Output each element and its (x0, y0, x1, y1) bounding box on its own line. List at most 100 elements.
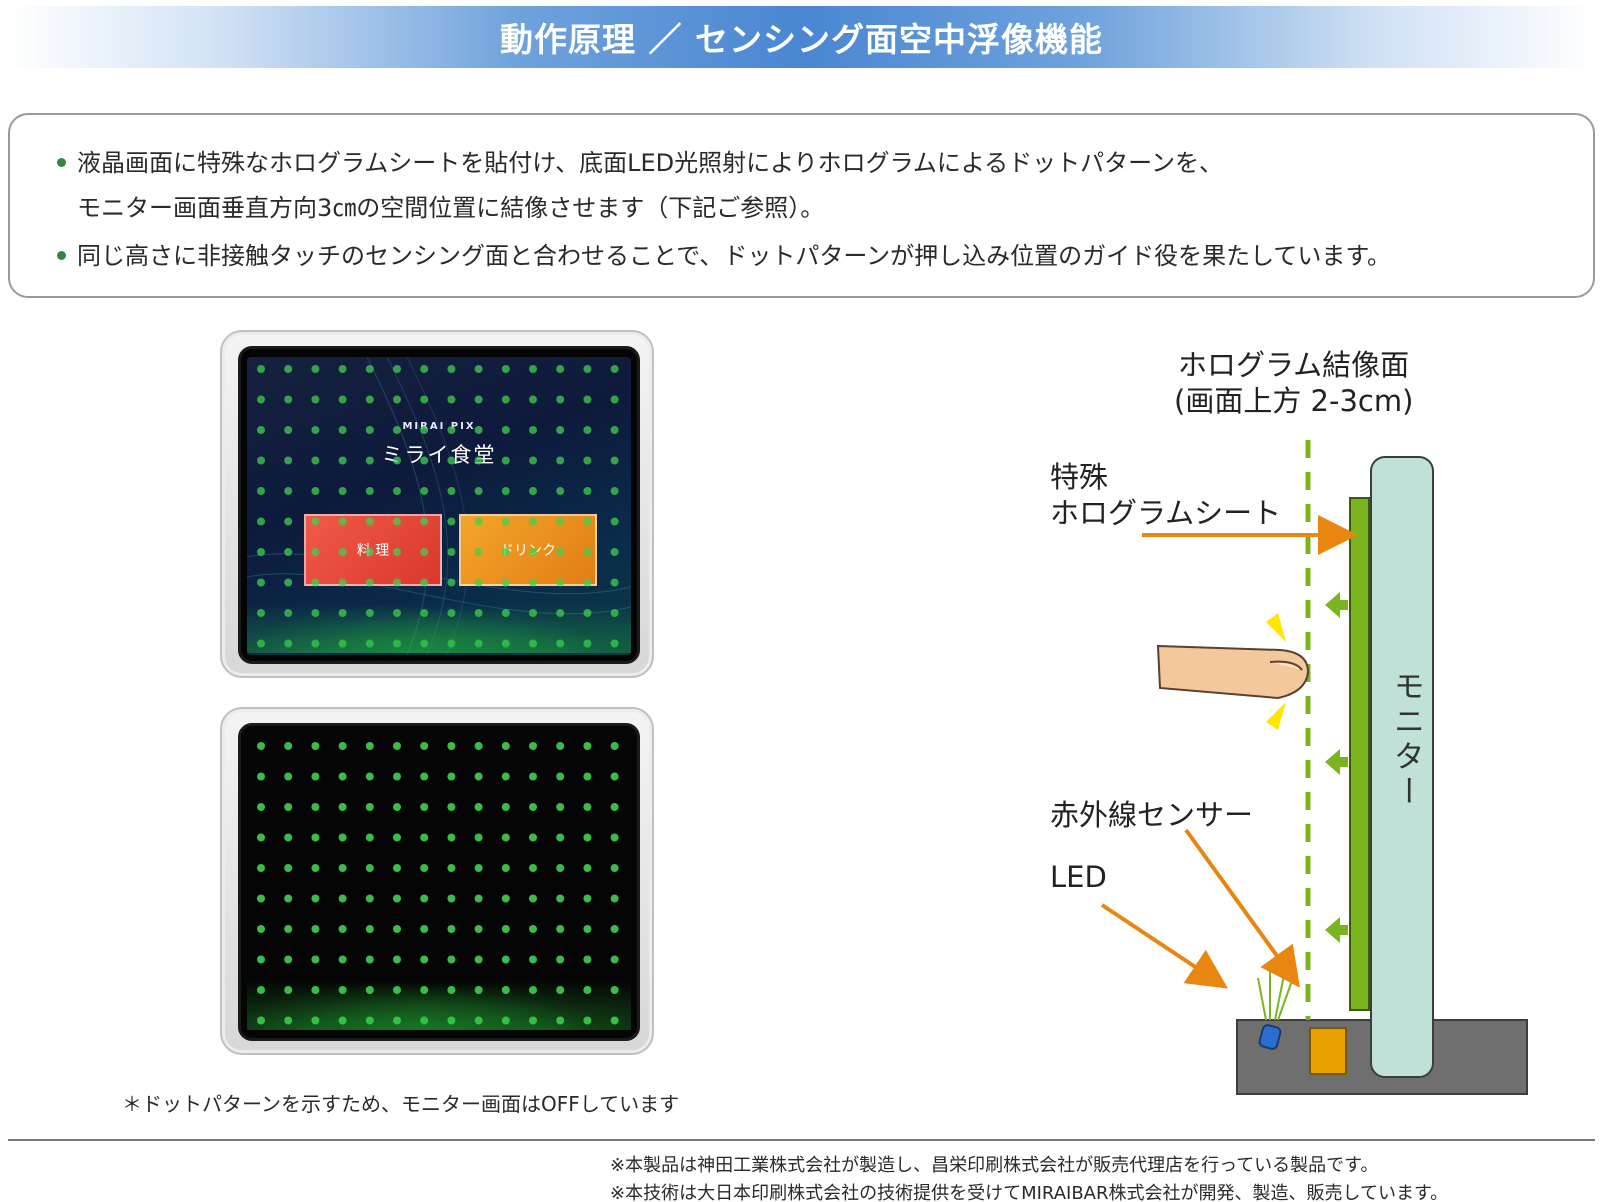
dot (501, 925, 510, 933)
dot (311, 456, 320, 465)
dot (501, 395, 510, 404)
dot (447, 803, 456, 811)
dot (338, 925, 347, 933)
dot (257, 742, 265, 750)
dot (311, 1016, 320, 1025)
dot (556, 894, 565, 903)
dot (556, 456, 565, 465)
dot (501, 609, 510, 617)
dot (610, 517, 619, 526)
dot (583, 609, 592, 617)
dot (393, 986, 401, 994)
dot (284, 894, 293, 903)
dot (338, 864, 347, 872)
dot (393, 1016, 401, 1025)
dot (311, 742, 320, 750)
finger-icon (1156, 644, 1310, 700)
dot (556, 517, 565, 526)
dot (365, 487, 374, 495)
dot (393, 426, 401, 434)
dot (529, 548, 537, 556)
dot (583, 426, 592, 434)
dot (474, 487, 483, 495)
dot (583, 894, 592, 903)
dot (338, 803, 347, 811)
dot (311, 925, 320, 933)
bullet-2: 同じ高さに非接触タッチのセンシング面と合わせることで、ドットパターンが押し込み位… (77, 242, 1391, 270)
dot (338, 1016, 347, 1025)
dot (556, 578, 565, 587)
dot (284, 986, 293, 994)
dot-pattern (247, 734, 631, 1032)
monitor-screen: MIRAI PIX ミライ食堂 料 理 ドリンク (238, 346, 640, 664)
dot (284, 955, 293, 964)
dot (311, 365, 320, 373)
dot (257, 864, 265, 872)
dot (474, 955, 483, 964)
dot (447, 487, 456, 495)
footnote-2: ※本技術は大日本印刷株式会社の技術提供を受けてMIRAIBAR株式会社が開発、製… (610, 1183, 1449, 1202)
dot (610, 487, 619, 495)
footnote-1: ※本製品は神田工業株式会社が製造し、昌栄印刷株式会社が販売代理店を行っている製品… (610, 1155, 1379, 1176)
dot (501, 894, 510, 903)
dot (420, 894, 429, 903)
dot (447, 986, 456, 994)
dot (529, 894, 537, 903)
diagram-graphics (1100, 440, 1528, 1095)
dot (556, 803, 565, 811)
dot (610, 456, 619, 465)
dot (529, 517, 537, 526)
dot-pattern (247, 357, 631, 655)
brand-logo: MIRAI PIX (402, 421, 476, 432)
dot (365, 803, 374, 811)
dot (393, 487, 401, 495)
led-glow (247, 593, 631, 653)
dot (610, 1016, 619, 1025)
dot (501, 487, 510, 495)
dot (447, 639, 456, 648)
dot (420, 925, 429, 933)
dot (529, 772, 537, 781)
dot (365, 894, 374, 903)
description-box: 液晶画面に特殊なホログラムシートを貼付け、底面LED光照射によりホログラムによる… (8, 113, 1595, 298)
dot (610, 426, 619, 434)
dot (284, 772, 293, 781)
dot (311, 864, 320, 872)
dot (583, 864, 592, 872)
dot (311, 803, 320, 811)
dot (474, 833, 483, 842)
dot (257, 395, 265, 404)
screen-off-note: ＊ドットパターンを示すため、モニター画面はOFFしています (122, 1092, 680, 1116)
dot (365, 833, 374, 842)
dot (583, 833, 592, 842)
dot (501, 803, 510, 811)
dot (583, 1016, 592, 1025)
dot (420, 742, 429, 750)
dot (501, 456, 510, 465)
dot (556, 742, 565, 750)
dot (583, 365, 592, 373)
dot (284, 803, 293, 811)
dot (365, 365, 374, 373)
dot (420, 1016, 429, 1025)
hologram-plane-label: ホログラム結像面 (1178, 348, 1410, 382)
dot (365, 864, 374, 872)
dot (556, 925, 565, 933)
dot (529, 487, 537, 495)
bullet-1: 液晶画面に特殊なホログラムシートを貼付け、底面LED光照射によりホログラムによる… (77, 149, 1223, 177)
page-title: 動作原理 ／ センシング面空中浮像機能 (500, 20, 1103, 59)
dot (501, 517, 510, 526)
dot (257, 578, 265, 587)
dot (474, 365, 483, 373)
dot (420, 639, 429, 648)
dot (393, 833, 401, 842)
dot (365, 426, 374, 434)
dot (420, 772, 429, 781)
dot (420, 426, 429, 434)
dot (556, 1016, 565, 1025)
dot (529, 803, 537, 811)
dot (447, 578, 456, 587)
dot (529, 639, 537, 648)
dot (474, 864, 483, 872)
dot (529, 986, 537, 994)
